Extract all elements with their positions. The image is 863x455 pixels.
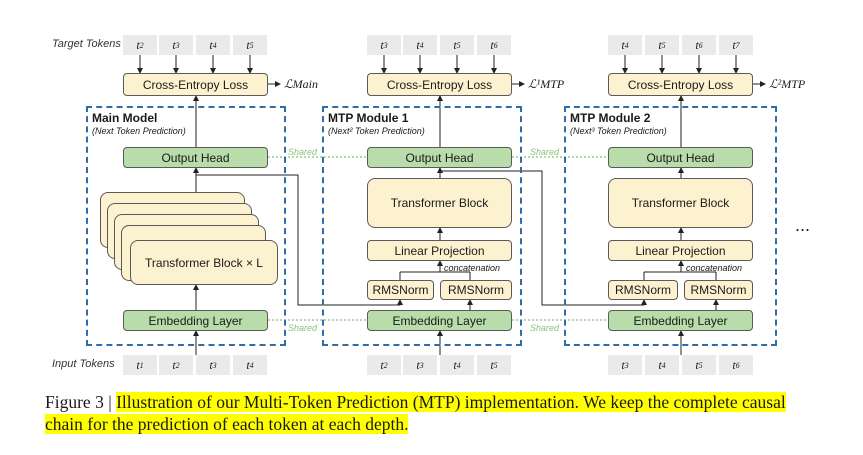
mtp2-loss-label: ℒ²MTP [769,77,806,91]
mtp2-output-head: Output Head [608,147,753,168]
mtp1-output-head: Output Head [367,147,512,168]
mtp1-transformer-block: Transformer Block [367,178,512,228]
mtp1-rmsnorm-left: RMSNorm [367,280,434,300]
caption-highlighted-text: Illustration of our Multi-Token Predicti… [45,392,786,434]
mtp1-loss-box: Cross-Entropy Loss [367,73,512,96]
main-loss-box: Cross-Entropy Loss [123,73,268,96]
main-loss-label: ℒMain [284,77,318,91]
mtp1-frame [322,106,522,346]
main-model-frame [86,106,286,346]
mtp1-subtitle: (Next² Token Prediction) [328,126,425,136]
main-embedding-layer: Embedding Layer [123,310,268,331]
continuation-ellipsis: ... [795,215,811,235]
shared-label: Shared [288,323,318,333]
mtp1-embedding-layer: Embedding Layer [367,310,512,331]
figure-caption: Figure 3 | Illustration of our Multi-Tok… [45,391,825,435]
target-tokens-label: Target Tokens [52,38,121,50]
main-model-title: Main Model [92,111,158,125]
mtp2-embedding-layer: Embedding Layer [608,310,753,331]
mtp2-loss-box: Cross-Entropy Loss [608,73,753,96]
mtp1-concat-label: concatenation [444,263,501,273]
shared-label: Shared [530,147,560,157]
shared-label: Shared [288,147,318,157]
mtp2-concat-label: concatenation [686,263,743,273]
mtp1-linear-projection: Linear Projection [367,240,512,261]
main-transformer-block: Transformer Block × L [130,240,278,285]
mtp1-rmsnorm-right: RMSNorm [440,280,512,300]
main-model-subtitle: (Next Token Prediction) [92,126,186,136]
mtp2-transformer-block: Transformer Block [608,178,753,228]
mtp2-rmsnorm-right: RMSNorm [684,280,753,300]
mtp2-rmsnorm-left: RMSNorm [608,280,678,300]
mtp1-title: MTP Module 1 [328,111,409,125]
input-tokens-label: Input Tokens [52,358,115,370]
mtp2-linear-projection: Linear Projection [608,240,753,261]
mtp2-frame [564,106,777,346]
mtp2-subtitle: (Next³ Token Prediction) [570,126,667,136]
main-output-head: Output Head [123,147,268,168]
shared-label: Shared [530,323,560,333]
mtp2-title: MTP Module 2 [570,111,651,125]
mtp1-loss-label: ℒ¹MTP [528,77,565,91]
caption-prefix: Figure 3 | [45,392,117,412]
